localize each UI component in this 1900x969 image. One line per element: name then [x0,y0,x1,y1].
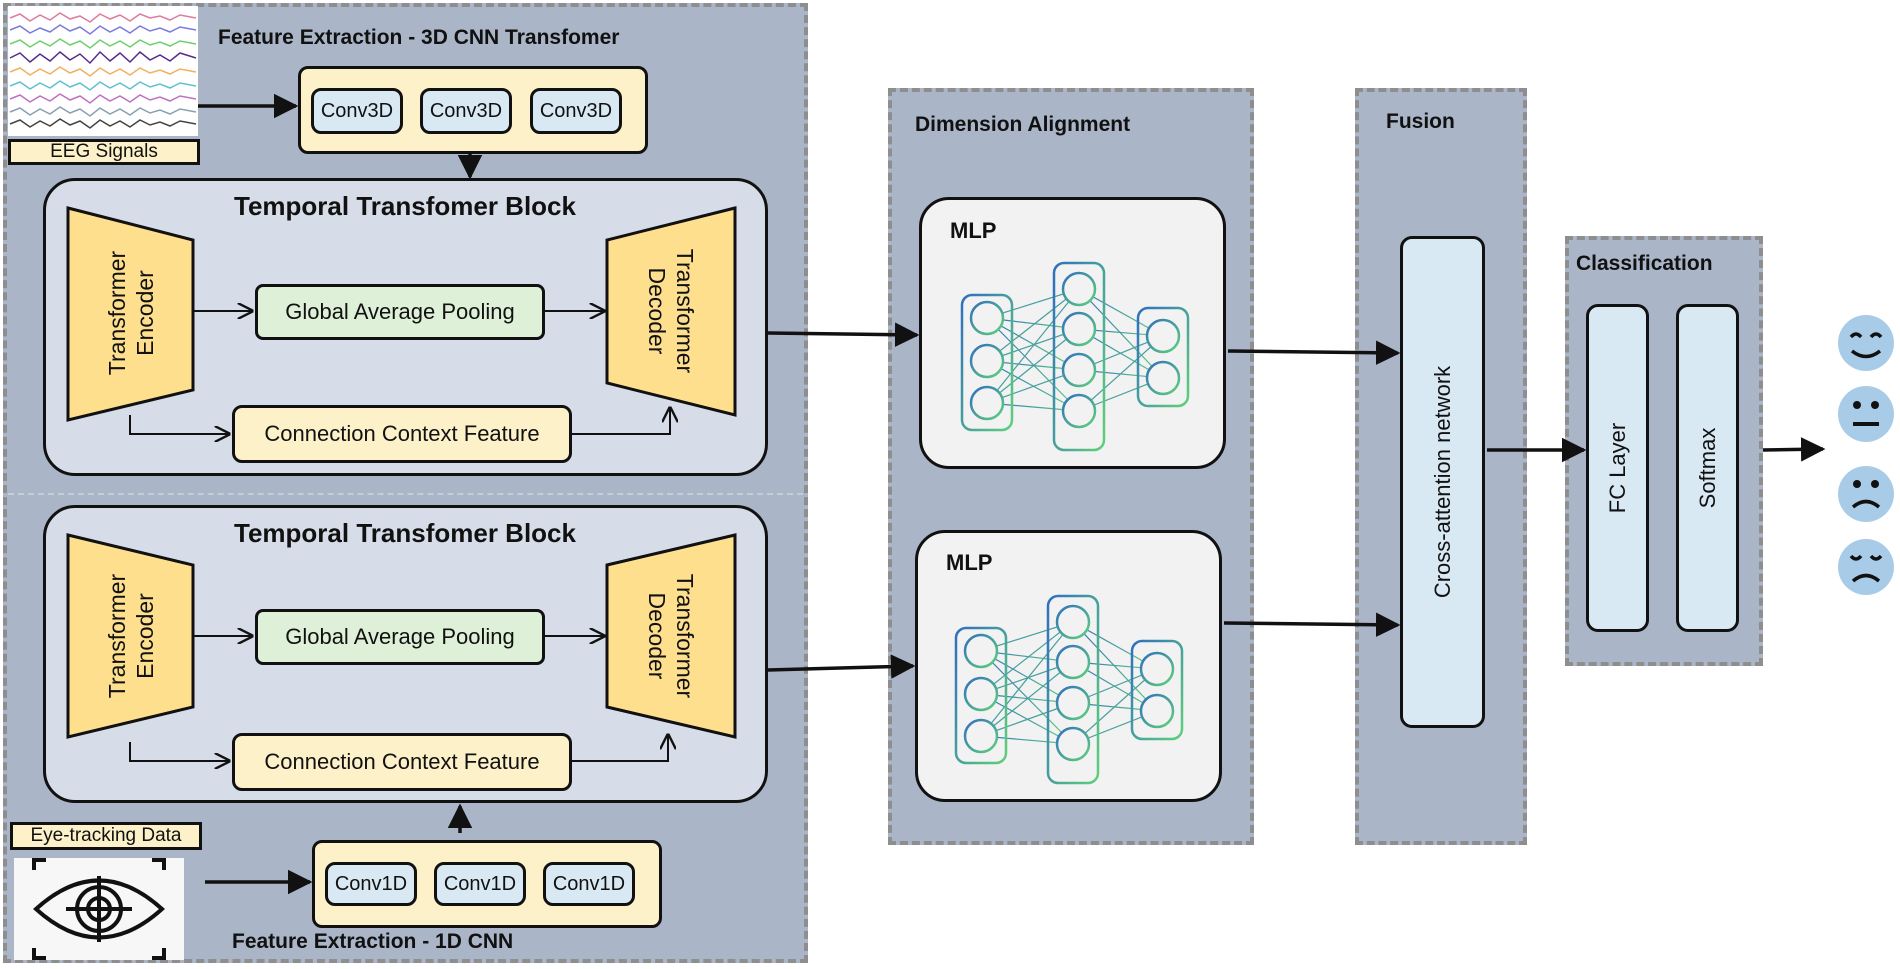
transformer-encoder-top-label: Transformer Encoder [103,251,159,375]
neutral-face-icon [1838,386,1894,442]
decoder-top-line2: Decoder [644,267,670,355]
fusion-title: Fusion [1386,110,1455,133]
transformer-decoder-top-shape [605,206,737,417]
happy-face-icon [1838,315,1894,371]
encoder-top-line2: Encoder [132,270,158,356]
eye-tracking-label: Eye-tracking Data [10,822,202,850]
global-average-pooling-top: Global Average Pooling [255,284,545,340]
softmax-box: Softmax [1676,304,1739,632]
eye-tracking-image [14,858,184,960]
fc-layer-box: FC Layer [1586,304,1649,632]
crying-face-icon [1838,539,1894,595]
global-average-pooling-bottom: Global Average Pooling [255,609,545,665]
dimension-alignment-title: Dimension Alignment [915,113,1131,136]
conv3d-box-1: Conv3D [311,88,403,134]
conv1d-box-2: Conv1D [434,862,526,906]
transformer-encoder-bottom-shape [66,533,195,739]
neural-network-icon-top [960,261,1190,452]
transformer-decoder-bottom-shape [605,533,737,739]
transformer-encoder-top-shape [66,206,195,422]
eeg-waveform-icon [9,12,197,129]
mlp-top-label: MLP [950,218,997,243]
encoder-bottom-line1: Transformer [104,573,130,699]
decoder-bottom-line2: Decoder [644,592,670,680]
transformer-encoder-bottom-label: Transformer Encoder [103,574,159,698]
classification-title: Classification [1576,252,1713,275]
conv1d-box-3: Conv1D [543,862,635,906]
conv3d-box-3: Conv3D [530,88,622,134]
temporal-block-bottom-title: Temporal Transfomer Block [234,518,576,548]
eeg-signals-label: EEG Signals [8,139,200,165]
conv1d-box-1: Conv1D [325,862,417,906]
transformer-decoder-bottom-label: Transformer Decoder [643,574,699,698]
feature-extraction-3d-title: Feature Extraction - 3D CNN Transfomer [218,26,620,49]
feature-extraction-1d-title: Feature Extraction - 1D CNN [232,930,514,953]
connection-context-feature-top: Connection Context Feature [232,405,572,463]
transformer-decoder-top-label: Transformer Decoder [643,249,699,373]
panel-divider [8,493,803,495]
cross-attention-network-box: Cross-attention network [1400,236,1485,728]
neural-network-icon-bottom [954,594,1184,785]
sad-face-icon [1838,466,1894,522]
eeg-signals-image [8,6,198,136]
eye-target-icon [32,858,166,960]
encoder-bottom-line2: Encoder [132,593,158,679]
decoder-top-line1: Transformer [672,248,698,374]
temporal-block-top-title: Temporal Transfomer Block [234,191,576,221]
connection-context-feature-bottom: Connection Context Feature [232,733,572,791]
encoder-top-line1: Transformer [104,250,130,376]
conv3d-box-2: Conv3D [420,88,512,134]
decoder-bottom-line1: Transformer [672,573,698,699]
mlp-bottom-label: MLP [946,550,993,575]
